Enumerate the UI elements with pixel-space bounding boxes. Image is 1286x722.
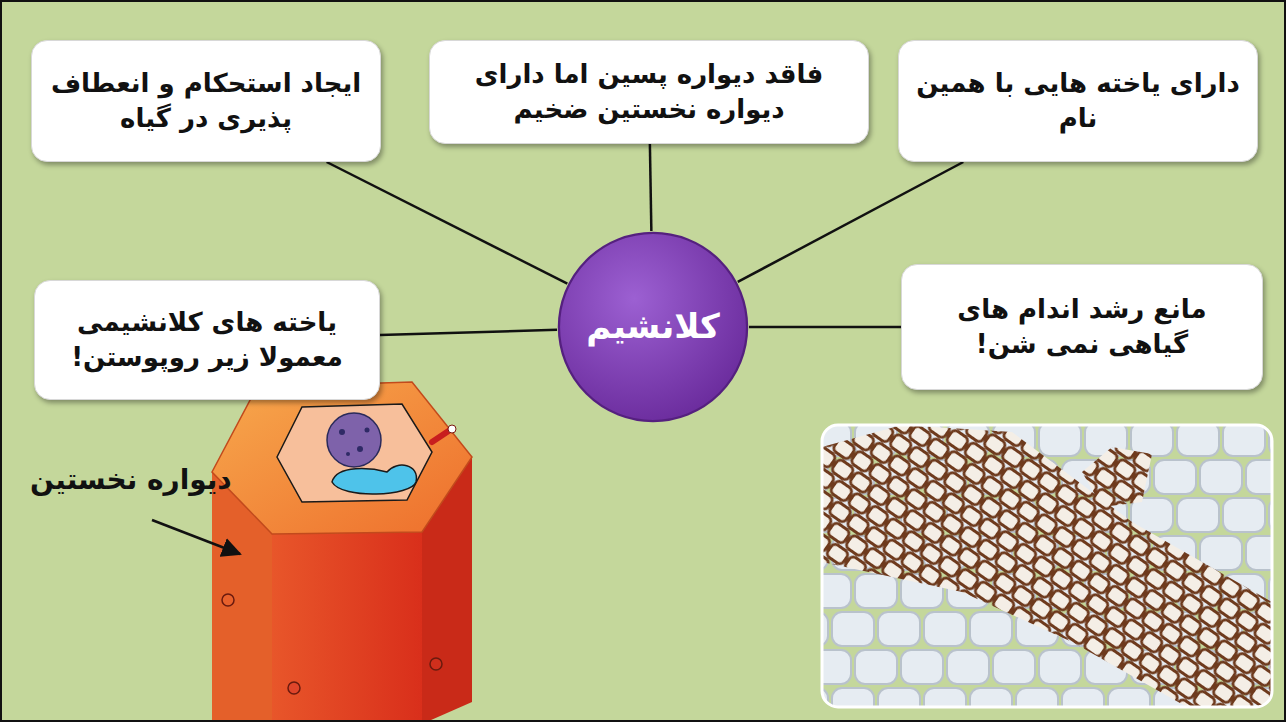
micrograph-frame (822, 425, 1272, 707)
connector-line (749, 326, 901, 329)
pit (222, 594, 234, 606)
leader-arrow (152, 520, 240, 554)
pit (430, 658, 442, 670)
node-text: کلانشیم (586, 304, 720, 350)
node-text: مانع رشد اندام های گیاهی نمی شن! (918, 292, 1246, 362)
vacuole (332, 465, 416, 494)
collenchyma-cluster (1082, 447, 1152, 507)
node-text: یاخته های کلانشیمی معمولا زیر روپوستن! (51, 305, 363, 375)
nucleus (327, 413, 381, 467)
connector-line (380, 330, 557, 335)
connector-line (327, 162, 568, 284)
node-text: دارای یاخته هایی با همین نام (915, 66, 1241, 136)
part-label: دیواره نخستین (30, 462, 232, 498)
pit (448, 425, 456, 433)
node-text: ایجاد استحکام و انعطاف پذیری در گیاه (48, 66, 364, 136)
nucleolus-dot (357, 446, 363, 452)
wall-front-face (272, 532, 422, 722)
cell-wall-drawing (212, 382, 472, 722)
parenchyma-cells (822, 425, 1272, 707)
plasmodesma (432, 430, 450, 442)
node-text: فاقد دیواره پسین اما دارای دیواره نخستین… (446, 57, 852, 127)
nucleolus-dot (346, 452, 350, 456)
nucleolus-dot (365, 428, 370, 433)
cell-cytoplasm (277, 404, 432, 502)
fact-box: فاقد دیواره پسین اما دارای دیواره نخستین… (429, 40, 869, 144)
fact-box: یاخته های کلانشیمی معمولا زیر روپوستن! (34, 280, 380, 400)
fact-box: ایجاد استحکام و انعطاف پذیری در گیاه (31, 40, 381, 162)
wall-top-face (212, 382, 472, 534)
fact-box: مانع رشد اندام های گیاهی نمی شن! (901, 264, 1263, 390)
nucleolus-dot (339, 429, 345, 435)
topic-circle: کلانشیم (557, 231, 749, 423)
micrograph (822, 425, 1272, 707)
circle-fill (559, 233, 747, 421)
fact-box: دارای یاخته هایی با همین نام (898, 40, 1258, 162)
pit (288, 682, 300, 694)
collenchyma-band (822, 425, 1272, 707)
connector-line (650, 144, 651, 231)
